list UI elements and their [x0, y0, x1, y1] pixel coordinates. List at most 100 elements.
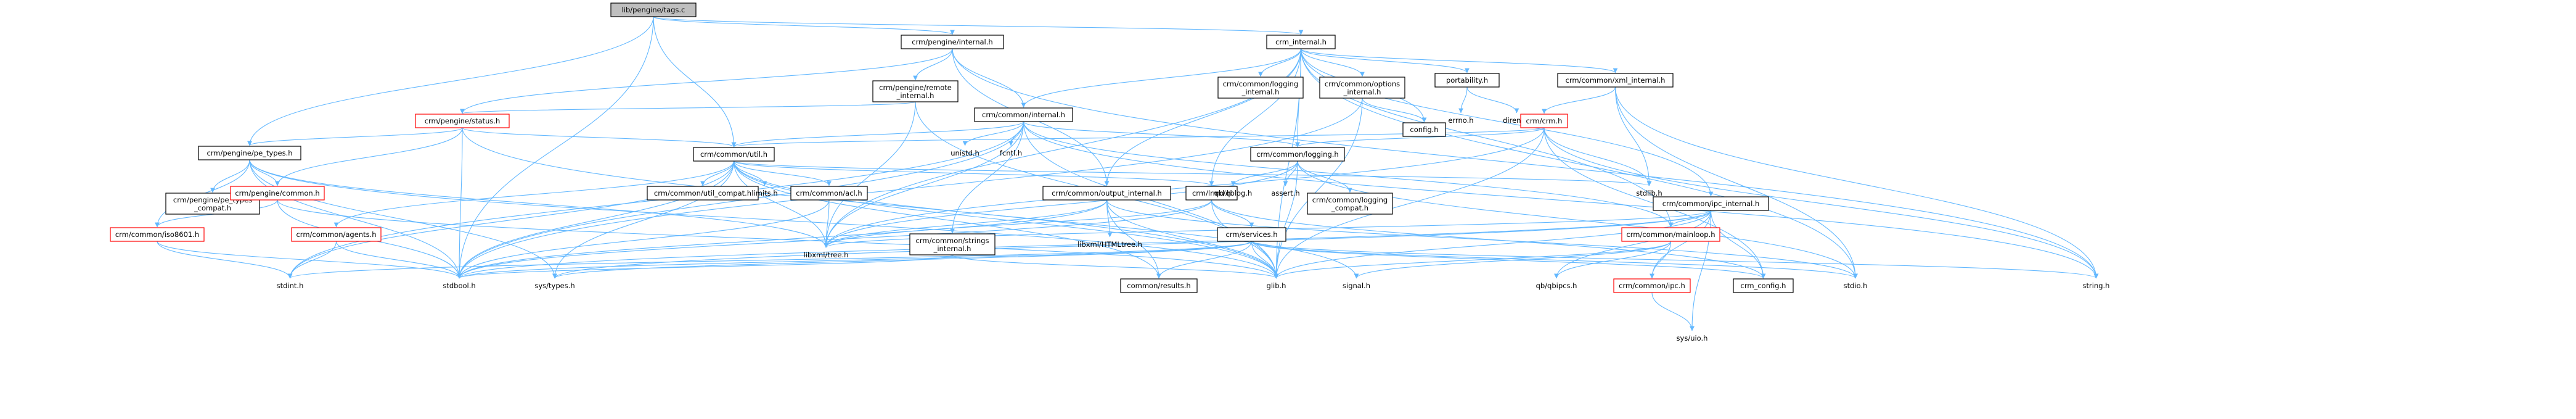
node-logging-compat[interactable]: crm/common/logging_compat.h — [1307, 193, 1393, 215]
node-pe-status[interactable]: crm/pengine/status.h — [415, 114, 510, 128]
edge-xml-internal-to-stdlib — [1614, 86, 1652, 186]
node-ipc[interactable]: crm/common/ipc.h — [1613, 278, 1691, 293]
node-box — [610, 2, 697, 17]
edge-options-internal-to-config — [1362, 97, 1427, 123]
node-box — [1042, 186, 1171, 201]
node-box — [1733, 278, 1794, 293]
node-options-internal[interactable]: crm/common/options_internal.h — [1319, 77, 1405, 99]
edge-pe-status-to-pe-types — [247, 127, 463, 146]
edge-cm-internal-to-string — [1023, 121, 2099, 279]
edge-mainloop-to-signal — [1354, 241, 1672, 279]
node-portability[interactable]: portability.h — [1434, 73, 1500, 88]
edge-crm-internal-to-cm-internal — [1021, 48, 1302, 108]
edge-root-to-util — [653, 16, 737, 147]
node-services[interactable]: crm/services.h — [1217, 227, 1286, 242]
node-pe-common[interactable]: crm/pengine/common.h — [230, 186, 325, 201]
node-box — [693, 147, 775, 162]
node-box — [1653, 196, 1769, 211]
node-label: crm_config.h — [1741, 281, 1786, 290]
edge-root-to-stdbool — [457, 16, 654, 279]
node-label: unistd.h — [951, 149, 979, 157]
edge-cm-logging-to-libxml-tree — [824, 160, 1298, 248]
node-results[interactable]: common/results.h — [1120, 278, 1198, 293]
node-mainloop[interactable]: crm/common/mainloop.h — [1621, 227, 1720, 242]
node-pe-types[interactable]: crm/pengine/pe_types.h — [198, 146, 301, 160]
node-root[interactable]: lib/pengine/tags.c — [610, 2, 697, 17]
node-label: portability.h — [1446, 76, 1488, 85]
node-lrmd[interactable]: crm/lrmd.h — [1185, 186, 1238, 201]
node-xml-internal[interactable]: crm/common/xml_internal.h — [1557, 73, 1674, 88]
node-strings-internal[interactable]: crm/common/strings_internal.h — [909, 233, 996, 255]
edge-pe-types-to-libxml-tree — [249, 159, 828, 248]
node-crm-h[interactable]: crm/crm.h — [1520, 114, 1568, 128]
edge-layer — [155, 16, 2099, 331]
node-fcntl: fcntl.h — [1000, 149, 1022, 157]
edge-pe-common-to-glib — [277, 199, 1279, 279]
node-agents[interactable]: crm/common/agents.h — [291, 227, 382, 242]
node-label: string.h — [2083, 281, 2110, 290]
node-output-internal[interactable]: crm/common/output_internal.h — [1042, 186, 1171, 201]
node-box — [110, 227, 205, 242]
node-label: crm/common/logging_internal.h — [1223, 80, 1299, 96]
edge-cm-logging-to-qbqblog — [1230, 160, 1298, 186]
node-box — [230, 186, 325, 201]
edge-util-to-libxml-tree — [733, 160, 828, 248]
node-box — [1307, 193, 1393, 215]
node-label: crm/common/output_internal.h — [1052, 189, 1162, 197]
edge-acl-to-stdbool — [457, 199, 830, 279]
edge-iso8601-to-stdint — [157, 241, 293, 279]
node-pe-remote[interactable]: crm/pengine/remote_internal.h — [872, 80, 959, 102]
edge-pe-types-to-glib — [249, 159, 1279, 279]
edge-xml-internal-to-crm-h — [1542, 86, 1616, 114]
edge-lrmd-to-libxml-tree — [824, 199, 1212, 248]
node-label: crm/common/util.h — [700, 150, 767, 159]
edge-cm-internal-to-util — [731, 121, 1024, 147]
node-pe-internal[interactable]: crm/pengine/internal.h — [901, 35, 1004, 49]
edge-root-to-pe-internal — [653, 16, 955, 35]
edge-options-internal-to-stdbool — [457, 97, 1363, 279]
node-box — [415, 114, 510, 128]
node-box — [198, 146, 301, 160]
node-ipc-internal[interactable]: crm/common/ipc_internal.h — [1653, 196, 1769, 211]
node-label: stdio.h — [1844, 281, 1868, 290]
edge-ipc-internal-to-systypes — [552, 210, 1712, 279]
edge-services-to-crm-config — [1251, 241, 1766, 279]
node-label: crm/common/agents.h — [296, 230, 376, 239]
node-crm-config[interactable]: crm_config.h — [1733, 278, 1794, 293]
edge-crm-internal-to-output-internal — [1104, 48, 1302, 186]
edge-strings-internal-to-stdbool — [457, 254, 953, 279]
node-signal: signal.h — [1343, 281, 1370, 290]
node-iso8601[interactable]: crm/common/iso8601.h — [110, 227, 205, 242]
edge-agents-to-stdbool — [335, 241, 462, 279]
node-config[interactable]: config.h — [1402, 122, 1446, 137]
edge-cm-internal-to-unistd — [962, 121, 1024, 146]
node-limits: limits.h — [751, 189, 777, 197]
node-label: stdlib.h — [1636, 189, 1662, 197]
node-label: crm/pengine/common.h — [235, 189, 319, 197]
node-box — [1185, 186, 1238, 201]
node-pe-types-compat[interactable]: crm/pengine/pe_types_compat.h — [165, 193, 260, 215]
edge-portability-to-errno — [1458, 86, 1468, 114]
edge-pe-remote-to-libxml-tree — [824, 101, 916, 248]
node-box — [1402, 122, 1446, 137]
node-acl[interactable]: crm/common/acl.h — [790, 186, 868, 201]
node-cm-internal[interactable]: crm/common/internal.h — [974, 107, 1073, 122]
edge-acl-to-libxml-tree — [824, 199, 830, 248]
edge-crm-h-to-stdlib — [1544, 127, 1652, 186]
node-util[interactable]: crm/common/util.h — [693, 147, 775, 162]
edge-services-to-string — [1251, 241, 2099, 279]
node-box — [1250, 147, 1345, 162]
edge-crm-h-to-glib — [1274, 127, 1545, 279]
edge-pe-internal-to-string — [952, 48, 2099, 279]
node-box — [1217, 77, 1304, 99]
node-box — [1520, 114, 1568, 128]
edge-cm-internal-to-cm-logging — [1023, 121, 1300, 147]
node-logging-internal[interactable]: crm/common/logging_internal.h — [1217, 77, 1304, 99]
node-crm-internal[interactable]: crm_internal.h — [1266, 35, 1336, 49]
node-cm-logging[interactable]: crm/common/logging.h — [1250, 147, 1345, 162]
node-layer: lib/pengine/tags.c crm/pengine/internal.h… — [110, 2, 2110, 342]
edge-xml-internal-to-string — [1614, 86, 2099, 279]
edge-xml-internal-to-stdio — [1614, 86, 1858, 279]
node-util-compat[interactable]: crm/common/util_compat.h — [647, 186, 759, 201]
